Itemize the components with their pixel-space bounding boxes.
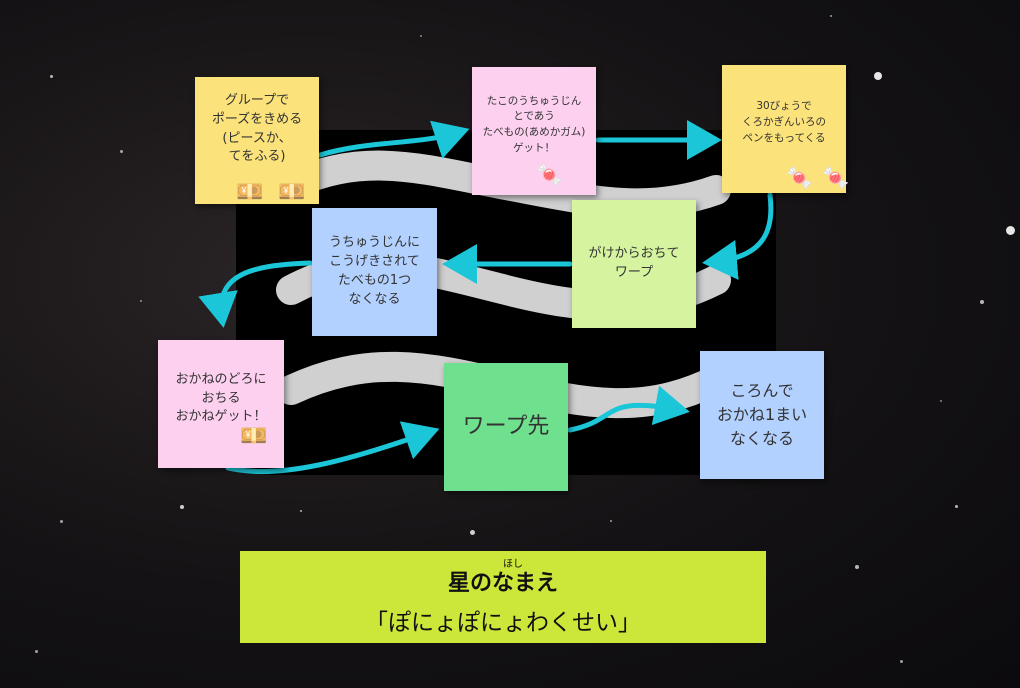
arrow-alien-to-mud	[198, 260, 313, 328]
note-alien-attack: うちゅうじんに こうげきされて たべもの1つ なくなる	[312, 208, 437, 336]
candy-icon: 🍬	[822, 166, 850, 191]
money-bag-icon: 💴	[278, 180, 306, 205]
note-fall-lose-money: ころんで おかね1まい なくなる	[700, 351, 824, 479]
planet-name: 「ぽにょぽにょわくせい」	[365, 610, 641, 636]
money-bag-icon: 💴	[240, 424, 268, 449]
note-octopus-alien: たこのうちゅうじん とであう たべもの(あめかガム) ゲット！	[472, 67, 596, 195]
candy-icon: 🍬	[536, 163, 564, 188]
note-warp-destination: ワープ先	[444, 363, 568, 491]
candy-icon: 🍬	[786, 166, 814, 191]
money-bag-icon: 💴	[236, 180, 264, 205]
arrow-pen-to-cliff	[702, 192, 774, 280]
planet-name-banner: ほし 星のなまえ 「ぽにょぽにょわくせい」	[240, 551, 766, 643]
arrow-warp-to-fall	[567, 385, 690, 433]
note-pen: 30びょうで くろかぎんいろの ペンをもってくる	[722, 65, 846, 193]
note-group-pose: グループで ポーズをきめる (ピースか、 てをふる)	[195, 77, 319, 204]
arrow-mud-to-warp	[225, 421, 440, 475]
arrow-group-to-octopus	[317, 120, 470, 159]
title-ruby: ほし	[503, 559, 523, 570]
page-title: 星のなまえ	[447, 571, 558, 596]
note-mud-money: おかねのどろに おちる おかねゲット！	[158, 340, 284, 468]
note-cliff-warp: がけからおちて ワープ	[572, 200, 696, 328]
